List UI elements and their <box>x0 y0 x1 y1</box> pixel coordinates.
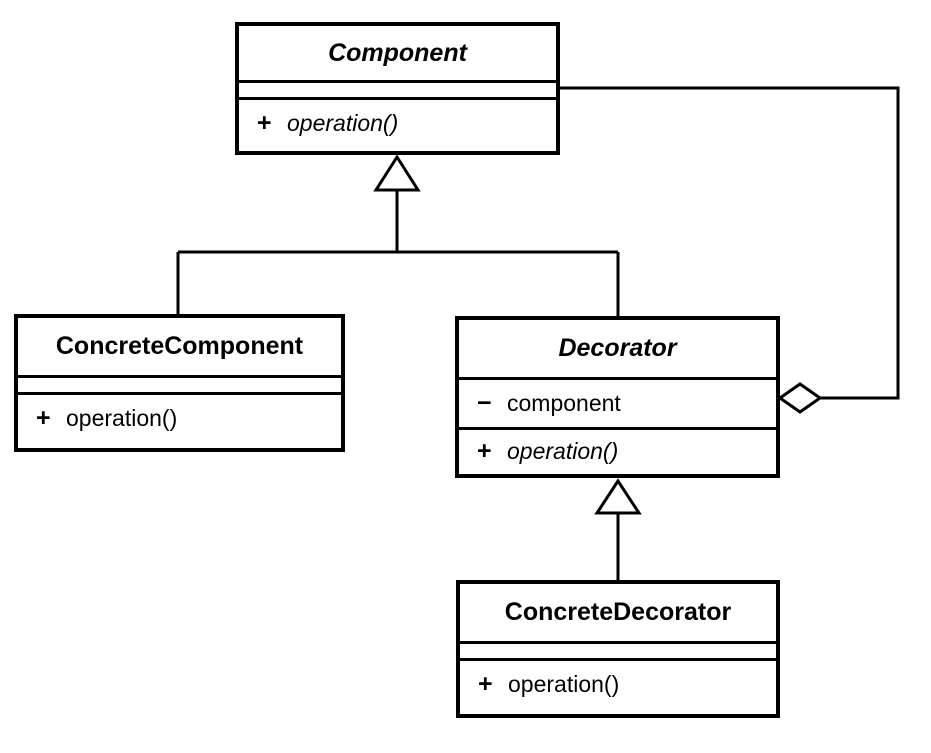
class-name-concrete-component: ConcreteComponent <box>18 318 341 375</box>
operation-label: operation() <box>66 405 178 431</box>
operations-compartment-concrete-decorator: + operation() <box>460 658 776 708</box>
visibility-marker: + <box>257 108 272 137</box>
aggregation-diamond <box>777 382 823 414</box>
class-box-component[interactable]: Component + operation() <box>235 22 560 155</box>
operation-row: + operation() <box>460 670 776 699</box>
operation-row: + operation() <box>18 404 341 433</box>
operation-label: operation() <box>508 671 620 697</box>
class-name-concrete-decorator: ConcreteDecorator <box>460 584 776 641</box>
visibility-marker: − <box>477 389 492 417</box>
generalization-concretedecorator-to-decorator <box>594 478 642 580</box>
generalization-triangle <box>594 478 642 515</box>
attributes-compartment-concrete-decorator <box>460 641 776 658</box>
visibility-marker: + <box>477 436 492 465</box>
class-box-concrete-decorator[interactable]: ConcreteDecorator + operation() <box>456 580 780 718</box>
operation-label: operation() <box>287 109 399 136</box>
operation-row: + operation() <box>459 437 776 466</box>
operations-compartment-decorator: + operation() <box>459 427 776 472</box>
operations-compartment-component: + operation() <box>239 97 556 146</box>
visibility-marker: + <box>478 670 493 698</box>
attributes-compartment-component <box>239 80 556 97</box>
visibility-marker: + <box>36 404 51 432</box>
attribute-row: − component <box>459 389 776 418</box>
class-box-concrete-component[interactable]: ConcreteComponent + operation() <box>14 314 345 452</box>
operation-label: operation() <box>507 437 619 464</box>
operations-compartment-concrete-component: + operation() <box>18 392 341 442</box>
class-name-decorator: Decorator <box>459 320 776 377</box>
class-box-decorator[interactable]: Decorator − component + operation() <box>455 316 780 478</box>
attributes-compartment-concrete-component <box>18 375 341 392</box>
generalization-triangle <box>373 154 421 192</box>
operation-row: + operation() <box>239 109 556 138</box>
generalization-to-component <box>176 154 620 316</box>
attributes-compartment-decorator: − component <box>459 377 776 427</box>
attribute-label: component <box>507 390 621 416</box>
class-name-component: Component <box>239 26 556 80</box>
